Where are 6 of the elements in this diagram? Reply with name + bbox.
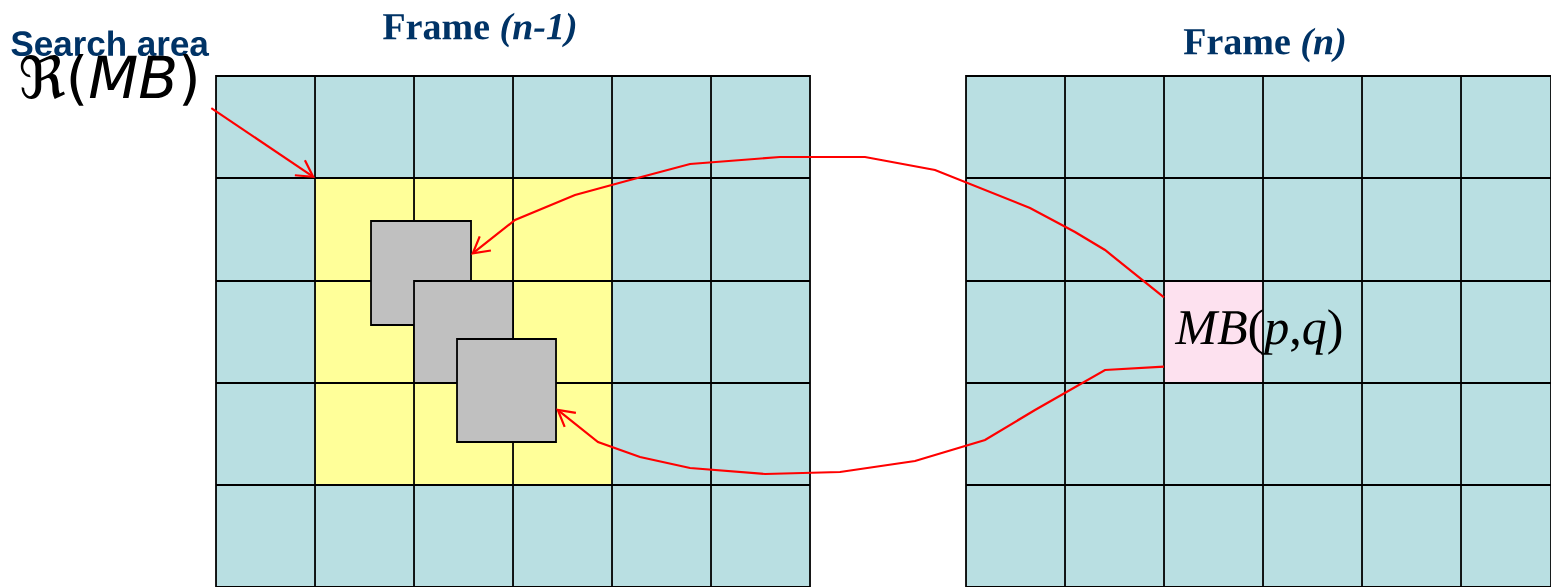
- frame-title: Frame (n-1): [383, 12, 576, 48]
- frame-title: Frame (n): [1183, 27, 1345, 63]
- candidate-block: [456, 338, 557, 443]
- search-area-label: Search area ℜ(MB): [11, 30, 210, 106]
- arrow: [556, 365, 1165, 476]
- arrow: [471, 155, 1165, 299]
